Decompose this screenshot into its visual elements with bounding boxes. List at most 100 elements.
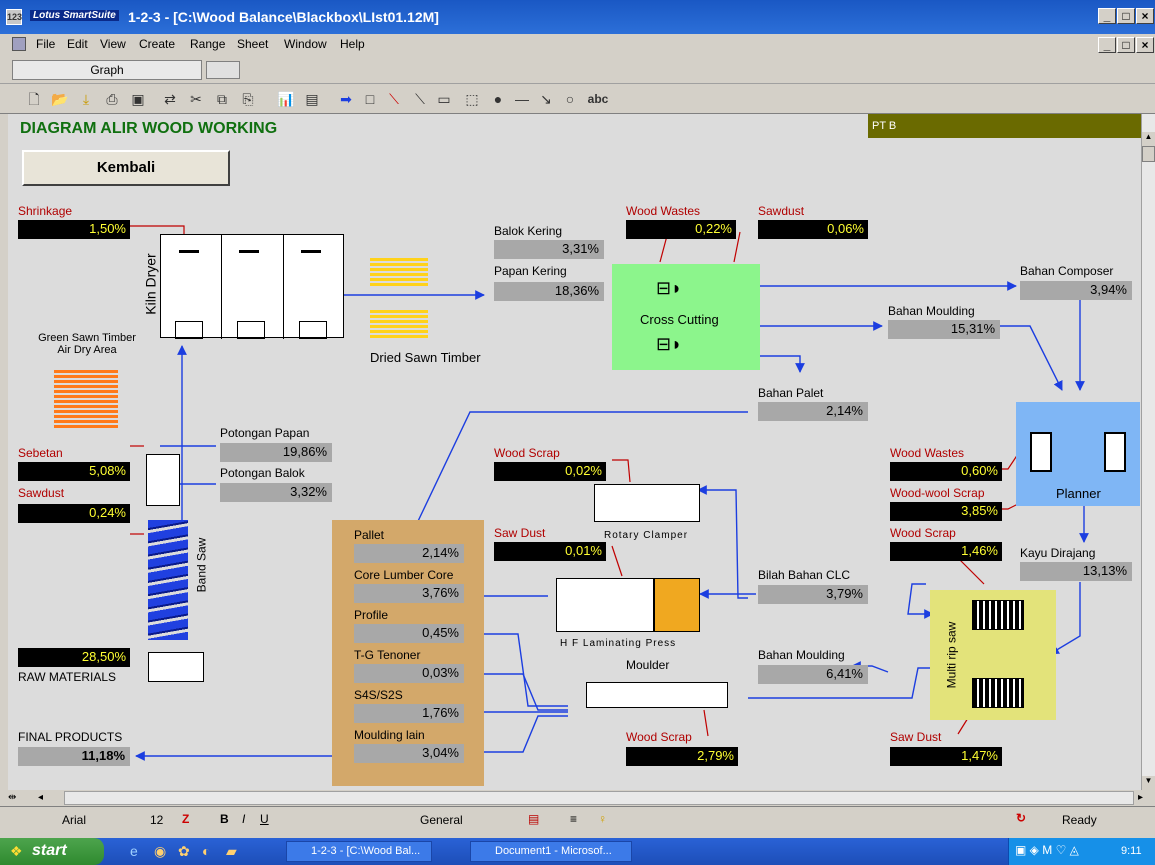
copy-icon[interactable]: ⧉ [217,91,227,107]
font-size-selector[interactable]: 12 [150,813,164,827]
tray-icons[interactable]: ▣ ◈ M ♡ ◬ [1015,843,1079,857]
cut-icon[interactable]: ✂ [190,91,202,107]
align-icon[interactable]: ≡ [570,812,578,826]
start-button[interactable]: ❖ start [0,838,104,865]
new-file-icon[interactable]: 🗋 [28,91,40,107]
windows-logo-icon: ❖ [10,843,23,859]
diagram-canvas: DIAGRAM ALIR WOOD WORKING PT B Kembali S… [8,114,1141,790]
cross-cutting-box: ⊟◗ Cross Cutting ⊟◗ [612,264,760,370]
taskbar-word-button[interactable]: Document1 - Microsof... [470,841,632,862]
arrow-tool-icon[interactable]: ➡ [340,91,352,107]
sawdust-top-value: 0,06% [758,220,868,239]
fill-tool-icon[interactable]: ● [493,91,503,107]
chart-options-icon[interactable]: ▤ [305,91,319,107]
pt-b-banner: PT B [868,114,1141,138]
chart-type-icon[interactable]: 📊 [277,91,295,107]
vertical-scrollbar[interactable]: ▲ ▼ [1141,114,1155,790]
font-name-selector[interactable]: Arial [62,813,87,827]
kiln-dryer-label: Kiln Dryer [142,253,159,315]
ellipse-tool-icon[interactable]: ○ [565,91,575,107]
paste-icon[interactable]: ⎘ [242,91,254,107]
kembali-button[interactable]: Kembali [22,150,230,186]
sheet-nav-icon[interactable]: ⇹ [8,792,17,803]
scroll-thumb[interactable] [1142,146,1155,162]
doc-minimize-button[interactable]: _ [1098,37,1116,53]
wood-wastes-right-label: Wood Wastes [890,446,965,460]
taskbar: ❖ start e ◉ ✿ ◐ ▰ 1-2-3 - [C:\Wood Bal..… [0,838,1155,865]
media-quicklaunch-icon[interactable]: ✿ [178,843,190,859]
text-color-icon[interactable]: Z [182,812,190,826]
preview-icon[interactable]: ▣ [131,91,145,107]
underline-button[interactable]: U [260,812,269,826]
products-panel: Pallet 2,14% Core Lumber Core 3,76% Prof… [332,520,484,786]
graph-selector[interactable]: Graph [12,60,202,80]
number-format-selector[interactable]: General [420,813,463,827]
bahan-moulding-bottom-label: Bahan Moulding [758,648,845,662]
product-label: Core Lumber Core [354,568,454,582]
doc-restore-button[interactable]: □ [1117,37,1135,53]
bahan-palet-label: Bahan Palet [758,386,824,400]
frame-tool-icon[interactable]: ▭ [437,91,451,107]
open-folder-icon[interactable]: 📂 [51,91,69,107]
undo-icon[interactable]: ⇄ [164,91,176,107]
potongan-papan-value: 19,86% [220,443,332,462]
doc-close-button[interactable]: × [1136,37,1154,53]
bahan-moulding-top-value: 15,31% [888,320,1000,339]
saw-dust-right-label: Saw Dust [890,730,942,744]
kiln-tray [237,321,265,339]
scroll-left-icon[interactable]: ◂ [38,792,44,803]
polyline-tool-icon[interactable]: ⟍ [415,91,425,107]
band-saw-label: Band Saw [194,537,209,593]
brand-logo: Lotus SmartSuite [30,10,119,21]
rip-saw-icon [972,600,1024,630]
minimize-button[interactable]: _ [1098,8,1116,24]
ready-status: Ready [1062,813,1097,827]
menu-sheet[interactable]: Sheet [237,37,269,51]
menu-create[interactable]: Create [139,37,176,51]
status-bar: Arial 12 Z B I U General ▤ ≡ ♀ ↻ Ready [0,806,1155,832]
print-icon[interactable]: ⎙ [106,91,118,107]
scroll-right-icon[interactable]: ▸ [1138,792,1144,803]
final-products-label: FINAL PRODUCTS [18,730,123,744]
menu-range[interactable]: Range [190,37,226,51]
hline-tool-icon[interactable]: — [515,91,529,107]
taskbar-lotus-button[interactable]: 1-2-3 - [C:\Wood Bal... [286,841,432,862]
kiln-dryer [160,234,344,339]
menu-file[interactable]: File [36,37,56,51]
menu-window[interactable]: Window [284,37,327,51]
horizontal-scrollbar[interactable] [64,791,1134,805]
smartmaster-icon[interactable]: ↻ [1016,811,1027,825]
text-tool-icon[interactable]: abc [587,92,609,106]
bahan-composer-label: Bahan Composer [1020,264,1114,278]
diagonal-line-icon[interactable]: ↘ [540,91,552,107]
rectangle-tool-icon[interactable]: □ [365,91,375,107]
italic-button[interactable]: I [242,812,246,826]
menu-help[interactable]: Help [340,37,365,51]
browser-quicklaunch-icon[interactable]: ◉ [154,843,167,859]
bold-button[interactable]: B [220,812,229,826]
papan-kering-value: 18,36% [494,282,604,301]
title-bar: 123 Lotus SmartSuite 1-2-3 - [C:\Wood Ba… [0,0,1155,34]
wood-scrap-mid-value: 0,02% [494,462,606,481]
graph-tools-icon[interactable] [206,61,240,79]
menu-edit[interactable]: Edit [67,37,88,51]
document-icon[interactable] [12,37,26,51]
explorer-quicklaunch-icon[interactable]: ▰ [226,843,237,859]
line-tool-icon[interactable]: ⟍ [389,91,399,107]
product-label: Moulding lain [354,728,425,742]
maximize-button[interactable]: □ [1117,8,1135,24]
close-button[interactable]: × [1136,8,1154,24]
ie-quicklaunch-icon[interactable]: e [130,843,138,859]
scroll-up-icon[interactable]: ▲ [1142,132,1155,146]
papan-kering-label: Papan Kering [494,264,567,278]
shrinkage-value: 1,50% [18,220,130,239]
fan-icon [179,239,199,253]
menu-view[interactable]: View [100,37,126,51]
app-icon[interactable]: 123 [6,9,22,25]
messenger-quicklaunch-icon[interactable]: ◐ [202,843,211,859]
style-icon[interactable]: ▤ [528,812,540,826]
select-tool-icon[interactable]: ⬚ [465,91,479,107]
save-icon[interactable]: ⤓ [82,91,90,107]
scroll-down-icon[interactable]: ▼ [1142,776,1155,790]
lightbulb-icon[interactable]: ♀ [598,812,607,826]
